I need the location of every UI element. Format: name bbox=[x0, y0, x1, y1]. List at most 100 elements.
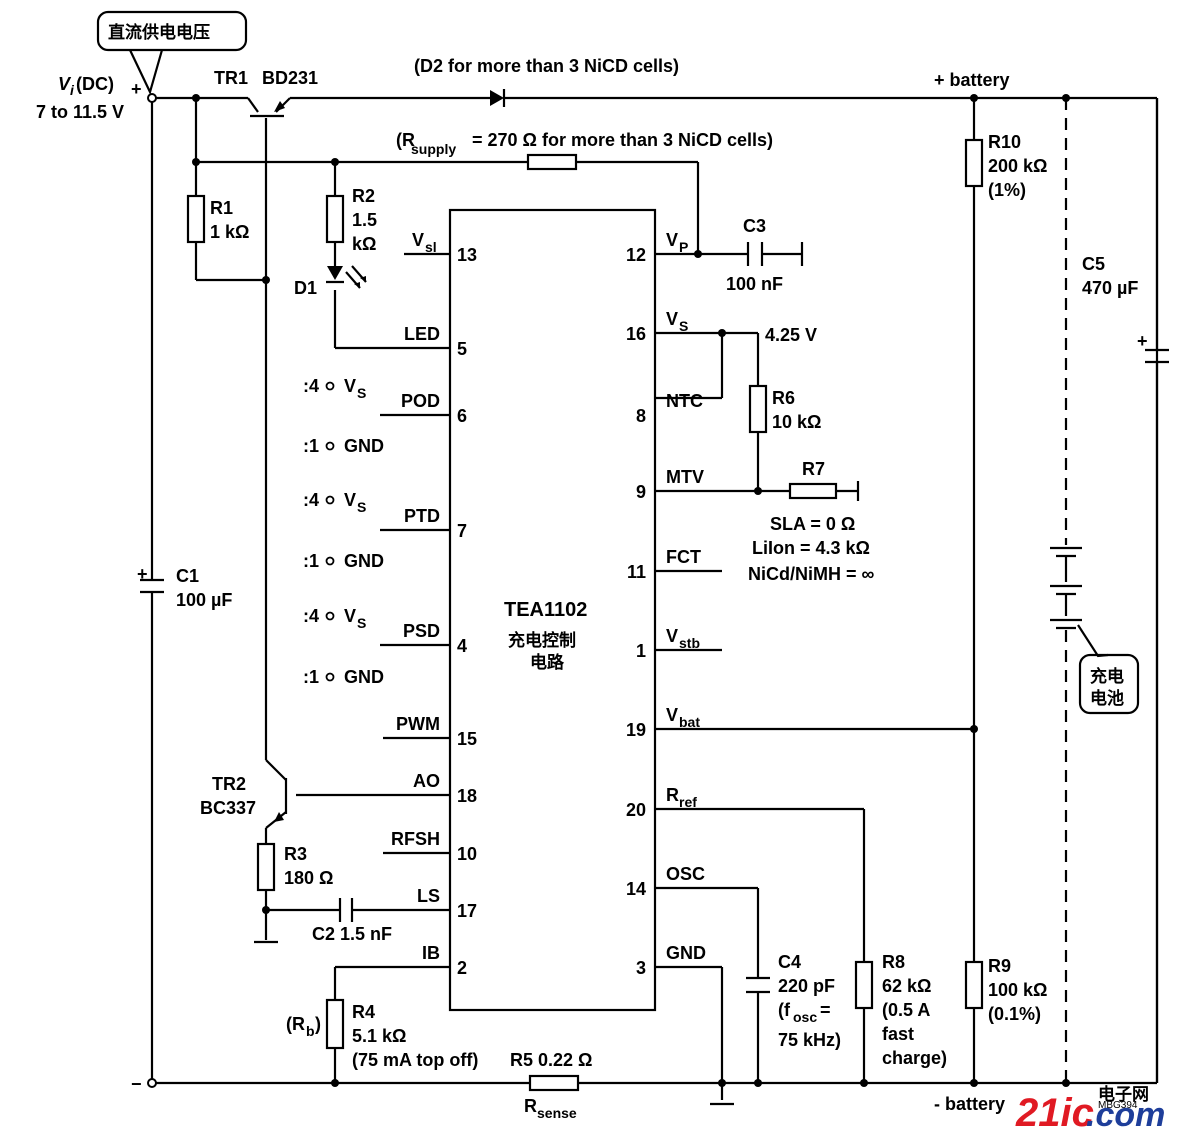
svg-text:电子网: 电子网 bbox=[1098, 1084, 1149, 1105]
r5-label: R5 0.22 Ω bbox=[510, 1050, 592, 1070]
tr2-part: BC337 bbox=[200, 798, 256, 818]
ic-pin-number-15: 15 bbox=[457, 729, 477, 749]
ic-pin-number-4: 4 bbox=[457, 636, 467, 656]
c4-fosc-eq: = bbox=[820, 1000, 831, 1020]
ic-pin-sub-20: ref bbox=[679, 794, 697, 810]
r10-body bbox=[964, 138, 984, 188]
ic-pin-number-16: 16 bbox=[626, 324, 646, 344]
vi-dc: (DC) bbox=[76, 74, 114, 94]
svg-text:V: V bbox=[344, 606, 356, 626]
ic-pin-number-9: 9 bbox=[636, 482, 646, 502]
svg-text:21ic: 21ic bbox=[1015, 1091, 1094, 1135]
vi-range: 7 to 11.5 V bbox=[36, 102, 124, 122]
svg-text:.com: .com bbox=[1086, 1096, 1165, 1134]
ic-pin-label-18: AO bbox=[413, 771, 440, 791]
rsense-sub: sense bbox=[537, 1105, 577, 1121]
svg-text:GND: GND bbox=[344, 436, 384, 456]
r7-sla: SLA = 0 Ω bbox=[770, 514, 855, 534]
junction-dots bbox=[147, 93, 1070, 1088]
c5-capacitor-symbol bbox=[1145, 348, 1169, 1083]
c3-capacitor-symbol bbox=[746, 242, 804, 266]
vi-plus: + bbox=[131, 79, 142, 99]
watermark-logo: 21ic .com 电子网 MBG394 bbox=[1015, 1084, 1165, 1135]
r7-liion: LiIon = 4.3 kΩ bbox=[752, 538, 870, 558]
r4-name: R4 bbox=[352, 1002, 375, 1022]
ic-pin-number-5: 5 bbox=[457, 339, 467, 359]
rsense-r: R bbox=[524, 1096, 537, 1116]
r3-value: 180 Ω bbox=[284, 868, 333, 888]
ic-pin-sub-16: S bbox=[679, 318, 688, 334]
ic-pin-sub-13: sl bbox=[425, 239, 437, 255]
ic-pin-label-5: LED bbox=[404, 324, 440, 344]
c3-value: 100 nF bbox=[726, 274, 783, 294]
ic-pin-label-15: PWM bbox=[396, 714, 440, 734]
ic-pin-number-19: 19 bbox=[626, 720, 646, 740]
rsupply-body bbox=[526, 153, 578, 171]
ic-pin-label-3: GND bbox=[666, 943, 706, 963]
ic-pin-label-7: PTD bbox=[404, 506, 440, 526]
r3-body bbox=[256, 842, 276, 892]
c5-name: C5 bbox=[1082, 254, 1105, 274]
r5-body bbox=[528, 1074, 580, 1092]
svg-text:S: S bbox=[357, 615, 366, 631]
c4-khz: 75 kHz) bbox=[778, 1030, 841, 1050]
c1-value: 100 µF bbox=[176, 590, 232, 610]
ic-pin-label-4: PSD bbox=[403, 621, 440, 641]
ic-pin-number-6: 6 bbox=[457, 406, 467, 426]
c4-name: C4 bbox=[778, 952, 801, 972]
ic-pin-sub-19: bat bbox=[679, 714, 700, 730]
c4-capacitor-symbol bbox=[746, 976, 770, 994]
ic-desc-2: 电路 bbox=[530, 652, 565, 673]
ic-pin-number-18: 18 bbox=[457, 786, 477, 806]
ic-pin-label-20: R bbox=[666, 785, 679, 805]
r1-body bbox=[186, 194, 206, 244]
r4-body bbox=[325, 998, 345, 1050]
ic-pin-label-9: MTV bbox=[666, 467, 704, 487]
battery-callout-label-1: 充电 bbox=[1090, 666, 1124, 687]
ic-pin-number-13: 13 bbox=[457, 245, 477, 265]
ic-name: TEA1102 bbox=[504, 599, 587, 621]
r8-note2: fast bbox=[882, 1024, 914, 1044]
ic-pin-label-13: V bbox=[412, 230, 424, 250]
ic-pin-label-14: OSC bbox=[666, 864, 705, 884]
ic-pin-sub-12: P bbox=[679, 239, 688, 255]
supply-callout bbox=[96, 10, 248, 96]
r8-note1: (0.5 A bbox=[882, 1000, 930, 1020]
tr1-transistor-symbol bbox=[247, 97, 291, 118]
ic-body bbox=[448, 208, 657, 1012]
tr2-transistor-symbol bbox=[274, 778, 288, 822]
svg-text:MBG394: MBG394 bbox=[1098, 1100, 1138, 1111]
r9-body bbox=[964, 960, 984, 1010]
ic-pin-number-7: 7 bbox=[457, 521, 467, 541]
c5-plus: + bbox=[1137, 331, 1148, 351]
ic-pin-number-14: 14 bbox=[626, 879, 646, 899]
svg-text::1: :1 bbox=[303, 436, 319, 456]
c1-capacitor-symbol bbox=[140, 570, 164, 602]
r2-value: 1.5 bbox=[352, 210, 377, 230]
vi-minus: − bbox=[131, 1074, 142, 1094]
r8-value: 62 kΩ bbox=[882, 976, 931, 996]
r4-note: (75 mA top off) bbox=[352, 1050, 478, 1070]
svg-text::4: :4 bbox=[303, 490, 319, 510]
ic-pin-number-11: 11 bbox=[627, 562, 646, 582]
r9-name: R9 bbox=[988, 956, 1011, 976]
r9-tol: (0.1%) bbox=[988, 1004, 1041, 1024]
c5-value: 470 µF bbox=[1082, 278, 1138, 298]
rsupply-note-r: (R bbox=[396, 130, 415, 150]
c4-fosc-f: (f bbox=[778, 1000, 791, 1020]
vi-label: V bbox=[58, 74, 72, 94]
ic-pin-number-20: 20 bbox=[626, 800, 646, 820]
r7-body bbox=[788, 482, 838, 500]
pod-options: :4 V S :1 GND bbox=[303, 376, 384, 456]
ic-pin-label-6: POD bbox=[401, 391, 440, 411]
r3-name: R3 bbox=[284, 844, 307, 864]
svg-text:S: S bbox=[357, 499, 366, 515]
c4-value: 220 pF bbox=[778, 976, 835, 996]
ic-pin-label-2: IB bbox=[422, 943, 440, 963]
c1-name: C1 bbox=[176, 566, 199, 586]
svg-text::1: :1 bbox=[303, 551, 319, 571]
ic-pin-label-16: V bbox=[666, 309, 678, 329]
d2-diode-symbol bbox=[490, 89, 506, 107]
r6-body bbox=[748, 384, 768, 434]
